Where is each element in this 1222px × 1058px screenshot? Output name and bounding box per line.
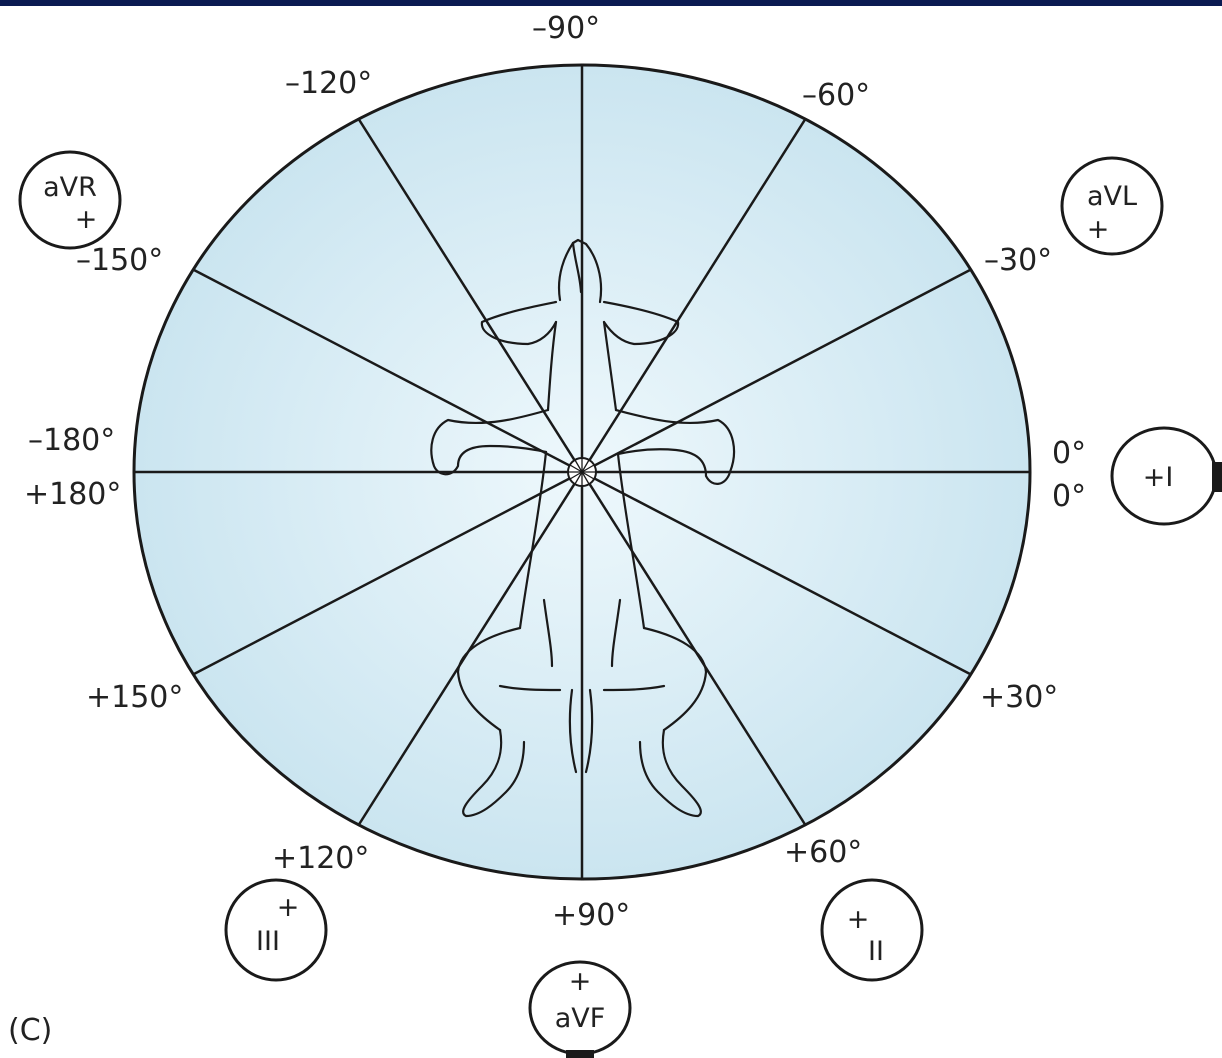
label-minus-120: –120° <box>285 66 372 101</box>
label-minus-150: –150° <box>76 243 163 278</box>
lead-iii-sign: + <box>277 892 300 923</box>
lead-avl-sign: + <box>1087 214 1110 245</box>
lead-avf-badge: + aVF <box>530 962 630 1058</box>
lead-iii-name: III <box>256 926 280 957</box>
lead-i-connector <box>1212 462 1222 492</box>
label-plus-90: +90° <box>552 898 630 933</box>
label-zero-top: 0° <box>1052 436 1086 471</box>
lead-iii-badge: + III <box>226 880 326 980</box>
lead-avl-badge: aVL + <box>1062 158 1162 254</box>
lead-ii-sign: + <box>847 904 870 935</box>
lead-i-label: +I <box>1143 462 1174 493</box>
panel-label: (C) <box>8 1013 52 1048</box>
lead-avf-name: aVF <box>555 1003 606 1034</box>
label-minus-180: –180° <box>28 423 115 458</box>
lead-avl-name: aVL <box>1087 181 1137 212</box>
label-plus-150: +150° <box>86 680 183 715</box>
label-minus-90: –90° <box>532 11 600 46</box>
lead-ii-badge: + II <box>822 880 922 980</box>
lead-avf-connector <box>566 1050 594 1058</box>
label-plus-60: +60° <box>784 835 862 870</box>
lead-avr-badge: aVR + <box>20 152 120 248</box>
lead-avr-sign: + <box>75 204 98 235</box>
label-zero-bottom: 0° <box>1052 479 1086 514</box>
center-node <box>568 458 596 486</box>
lead-avf-sign: + <box>569 966 592 997</box>
label-plus-120: +120° <box>272 841 369 876</box>
label-minus-60: –60° <box>802 78 870 113</box>
lead-avr-name: aVR <box>43 172 97 203</box>
lead-i-badge: +I <box>1112 428 1222 524</box>
label-plus-180: +180° <box>24 477 121 512</box>
label-plus-30: +30° <box>980 680 1058 715</box>
label-minus-30: –30° <box>984 243 1052 278</box>
lead-ii-name: II <box>868 936 884 967</box>
